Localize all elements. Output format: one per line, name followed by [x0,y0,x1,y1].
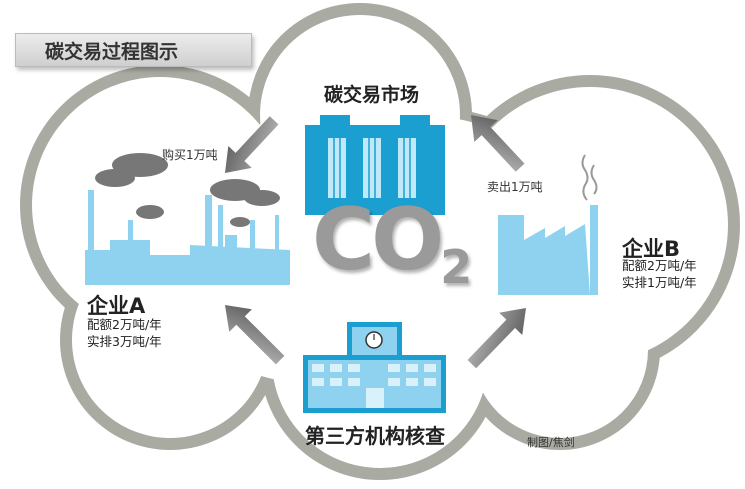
buy-label: 购买1万吨 [162,148,218,162]
arrow-b-to-market [471,115,525,172]
market-building-icon [305,115,445,215]
third-party-label: 第三方机构核查 [305,424,445,448]
enterprise-a-actual: 实排3万吨/年 [87,334,162,349]
enterprise-a-quota: 配额2万吨/年 [87,317,162,332]
arrow-market-to-a [225,116,279,173]
arrow-third-to-a [225,305,285,365]
enterprise-a-name: 企业A [87,294,146,318]
sell-label: 卖出1万吨 [487,180,543,194]
factory-b-icon [498,154,598,295]
co2-subscript: 2 [440,240,473,294]
credit-label: 制图/焦剑 [527,436,575,449]
third-party-building-icon [303,322,446,413]
enterprise-b-quota: 配额2万吨/年 [622,258,697,273]
diagram-title: 碳交易过程图示 [45,41,179,63]
market-label: 碳交易市场 [324,84,420,106]
enterprise-b-actual: 实排1万吨/年 [622,275,697,290]
co2-label: CO2 [312,190,472,294]
title-banner [15,33,252,67]
enterprise-b-name: 企业B [622,237,681,261]
factory-a-icon [85,153,290,285]
co2-main: CO [312,190,444,290]
arrow-third-to-b [467,308,526,369]
